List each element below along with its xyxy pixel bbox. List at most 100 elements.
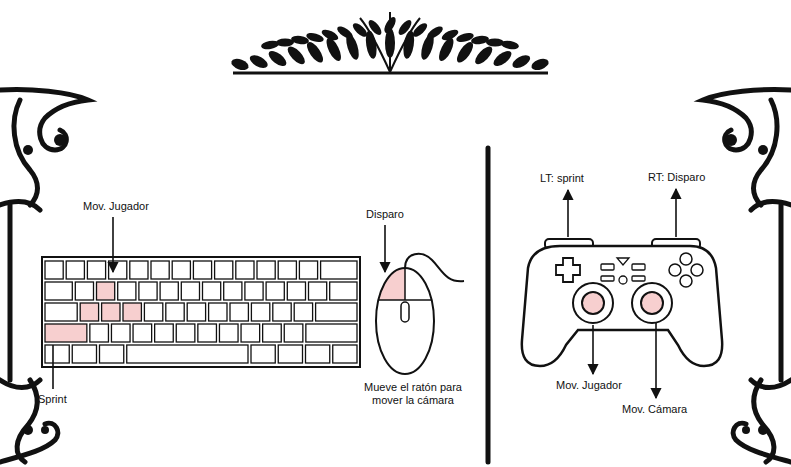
- scroll-dot: [54, 134, 66, 146]
- gamepad-face-buttons: [669, 253, 703, 287]
- keyboard-key: [224, 282, 242, 300]
- keyboard-key: [155, 324, 174, 342]
- keyboard-key: [263, 324, 282, 342]
- keyboard-key: [80, 303, 98, 321]
- keyboard-key: [215, 261, 233, 279]
- keyboard-key: [45, 324, 87, 342]
- scroll-dot: [725, 134, 737, 146]
- keyboard-key: [330, 282, 357, 300]
- keyboard-key: [172, 261, 190, 279]
- keyboard-key: [241, 324, 260, 342]
- right-stick: [641, 292, 663, 314]
- laurel-ornament: [230, 12, 550, 72]
- mouse-body: [376, 268, 434, 374]
- control-label: Mov. Jugador: [556, 379, 622, 392]
- keyboard-key: [45, 282, 72, 300]
- keyboard-key: [309, 282, 327, 300]
- keyboard-key: [219, 324, 238, 342]
- keyboard-key: [75, 282, 93, 300]
- keyboard-key: [130, 261, 148, 279]
- keyboard-key: [151, 261, 169, 279]
- keyboard-keys: [45, 261, 357, 363]
- keyboard-key: [187, 303, 205, 321]
- laurel-leaf: [366, 18, 384, 37]
- gamepad-body: [522, 246, 722, 366]
- scroll-stroke: [779, 205, 784, 380]
- keyboard-key: [299, 261, 317, 279]
- keyboard-key: [209, 303, 227, 321]
- laurel-leaf: [285, 44, 308, 67]
- laurel-leaf: [248, 52, 270, 70]
- keyboard-key: [278, 261, 296, 279]
- laurel-leaf: [266, 48, 289, 69]
- keyboard-key: [45, 303, 77, 321]
- mouse-body-fill: [376, 268, 434, 374]
- left-stick: [582, 292, 604, 314]
- keyboard-key: [203, 282, 221, 300]
- mouse-wheel: [401, 302, 409, 322]
- keyboard-body: [42, 257, 360, 367]
- scroll-dot: [41, 426, 49, 434]
- keyboard-key: [306, 324, 357, 342]
- keyboard-key: [266, 282, 284, 300]
- keyboard-key: [294, 303, 312, 321]
- mouse-button-edge: [377, 299, 433, 301]
- control-label: RT: Disparo: [648, 171, 705, 184]
- laurel-leaf: [230, 57, 250, 73]
- gamepad-center-buttons: [601, 258, 645, 284]
- scroll-dot: [23, 145, 33, 155]
- laurel-leaf: [510, 52, 532, 70]
- keyboard-key: [72, 345, 96, 363]
- scroll-stroke: [754, 100, 777, 205]
- keyboard-key: [257, 261, 275, 279]
- keyboard-key: [102, 303, 120, 321]
- control-label: LT: sprint: [540, 172, 584, 185]
- control-label: Mov. Cámara: [622, 403, 687, 416]
- keyboard-key: [251, 303, 269, 321]
- keyboard-key: [133, 324, 152, 342]
- left-stick-base: [573, 283, 613, 323]
- keyboard-key: [193, 261, 211, 279]
- keyboard-key: [139, 282, 157, 300]
- laurel-leaf: [530, 57, 550, 73]
- laurel-leaf: [500, 39, 519, 50]
- keyboard-key: [90, 324, 109, 342]
- keyboard-key: [45, 345, 69, 363]
- leader-lines: [53, 189, 676, 398]
- keyboard-key: [251, 345, 275, 363]
- scroll-stroke: [0, 423, 58, 462]
- keyboard-key: [198, 324, 217, 342]
- keyboard-key: [111, 324, 130, 342]
- keyboard-key: [284, 324, 303, 342]
- keyboard-key: [333, 345, 357, 363]
- laurel-stem: [360, 12, 420, 72]
- keyboard-key: [144, 303, 162, 321]
- keyboard-key: [166, 303, 184, 321]
- keyboard-key: [316, 303, 357, 321]
- scroll-dot: [758, 425, 768, 435]
- keyboard-key: [321, 261, 357, 279]
- keyboard-key: [287, 282, 305, 300]
- keyboard-key: [273, 303, 291, 321]
- laurel-leaf: [304, 40, 326, 65]
- control-label: Mueve el ratón para mover la cámara: [356, 381, 470, 407]
- keyboard-key: [97, 282, 115, 300]
- keyboard-key: [87, 261, 105, 279]
- laurel-leaf: [305, 31, 325, 44]
- keyboard-key: [181, 282, 199, 300]
- keyboard-key: [45, 261, 63, 279]
- keyboard-key: [278, 345, 302, 363]
- mouse-button-split: [404, 268, 406, 300]
- laurel-leaf: [454, 40, 476, 65]
- scroll-dot: [758, 145, 768, 155]
- divider-line: [486, 148, 491, 462]
- control-label: Mov. Jugador: [83, 200, 149, 213]
- keyboard-key: [236, 261, 254, 279]
- scroll-stroke: [8, 205, 13, 380]
- right-stick-base: [632, 283, 672, 323]
- corner-ornaments: [0, 89, 791, 462]
- keyboard-key: [127, 345, 248, 363]
- keyboard-key: [245, 282, 263, 300]
- scroll-stroke: [0, 202, 40, 210]
